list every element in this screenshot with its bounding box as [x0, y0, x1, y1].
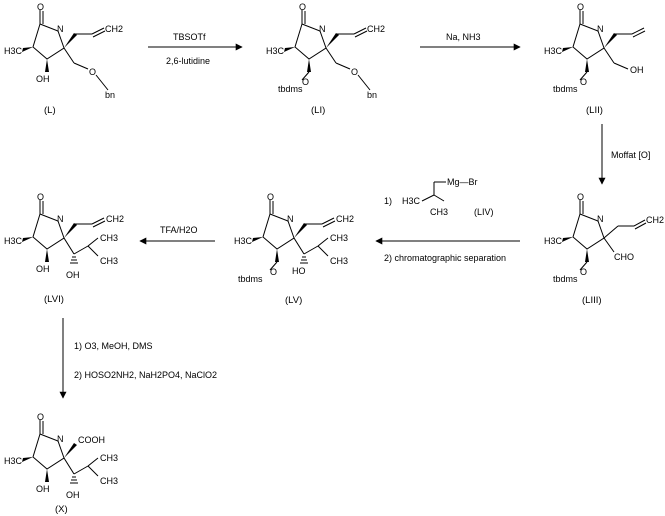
methyl-ch3-a: CH3 — [100, 453, 118, 463]
reagent-4-step2: 2) chromatographic separation — [384, 253, 506, 263]
reagent-5-above: TFA/H2O — [160, 225, 198, 235]
hydroxyl: OH — [36, 264, 50, 274]
n-atom: N — [57, 24, 64, 34]
reagent-3-right: Moffat [O] — [611, 150, 650, 160]
benzyl-bn: bn — [367, 90, 377, 100]
hydroxyl: OH — [36, 74, 50, 84]
carbonyl-o: O — [37, 2, 44, 12]
methyl-h3c: H3C — [4, 456, 23, 466]
n-atom: N — [287, 214, 294, 224]
vinyl-ch2: CH2 — [646, 215, 664, 225]
ether-o: O — [270, 267, 277, 277]
reagent-4-step1: 1) — [384, 196, 392, 206]
ether-o: O — [580, 267, 587, 277]
ether-o: O — [580, 77, 587, 87]
compound-label-lvi: (LVI) — [44, 294, 64, 305]
reagent-1-below: 2,6-lutidine — [166, 56, 210, 66]
carbonyl-o: O — [577, 2, 584, 12]
compound-label-lv: (LV) — [285, 295, 302, 306]
grignard-ch3: CH3 — [430, 207, 448, 217]
grignard-label: (LIV) — [474, 207, 494, 217]
reagent-1-above: TBSOTf — [173, 32, 206, 42]
methyl-h3c: H3C — [544, 236, 563, 246]
tbdms: tbdms — [238, 274, 263, 284]
vinyl-ch2: CH2 — [105, 24, 123, 34]
benzyl-bn: bn — [105, 90, 115, 100]
compound-label-x: (X) — [55, 504, 68, 515]
vinyl-ch2: CH2 — [336, 214, 354, 224]
methyl-ch3-a: CH3 — [100, 233, 118, 243]
tbdms: tbdms — [278, 84, 303, 94]
compound-label-lii: (LII) — [586, 105, 603, 116]
methyl-ch3-a: CH3 — [330, 233, 348, 243]
vinyl-ch2: CH2 — [106, 214, 124, 224]
compound-lv: O N CH2 H3C O tbdms HO CH3 CH3 (LV) — [234, 192, 354, 306]
carboxyl-cooh: COOH — [78, 435, 105, 445]
carbonyl-o: O — [37, 192, 44, 202]
compound-label-l: (L) — [44, 105, 56, 116]
compound-l: O N CH2 H3C OH O bn (L) — [4, 2, 123, 116]
methyl-ch3-b: CH3 — [100, 256, 118, 266]
carbonyl-o: O — [267, 192, 274, 202]
compound-li: O N CH2 H3C O tbdms O bn (LI) — [266, 2, 385, 116]
methyl-h3c: H3C — [544, 46, 563, 56]
n-atom: N — [597, 24, 604, 34]
carbonyl-o: O — [577, 192, 584, 202]
methyl-ch3-b: CH3 — [330, 256, 348, 266]
compound-lii: O N H3C O tbdms OH (LII) — [544, 2, 646, 116]
hydroxyl: OH — [36, 484, 50, 494]
n-atom: N — [319, 24, 326, 34]
hydroxyl: OH — [630, 65, 644, 75]
methyl-h3c: H3C — [4, 236, 23, 246]
tbdms: tbdms — [553, 274, 578, 284]
tbdms: tbdms — [553, 84, 578, 94]
grignard-h3c: H3C — [402, 196, 421, 206]
ether-o: O — [302, 77, 309, 87]
side-o: O — [89, 67, 96, 77]
reagent-6-step2: 2) HOSO2NH2, NaH2PO4, NaClO2 — [74, 370, 217, 380]
methyl-h3c: H3C — [4, 46, 23, 56]
carbonyl-o: O — [37, 412, 44, 422]
grignard-reagent-liv: 1) H3C Mg—Br CH3 (LIV) — [384, 177, 494, 217]
compound-liii: O N CH2 H3C O tbdms CHO (LIII) — [544, 192, 664, 306]
methyl-ch3-b: CH3 — [100, 476, 118, 486]
n-atom: N — [597, 214, 604, 224]
side-o: O — [351, 67, 358, 77]
aldehyde-cho: CHO — [614, 252, 634, 262]
hydroxyl-side: OH — [66, 270, 80, 280]
hydroxyl-side: OH — [66, 490, 80, 500]
methyl-h3c: H3C — [234, 236, 253, 246]
reagent-2-above: Na, NH3 — [446, 32, 481, 42]
compound-lvi: O N CH2 H3C OH OH CH3 CH3 (LVI) — [4, 192, 124, 305]
carbonyl-o: O — [299, 2, 306, 12]
hydroxyl-ho: HO — [292, 266, 306, 276]
methyl-h3c: H3C — [266, 46, 285, 56]
compound-label-li: (LI) — [311, 105, 325, 116]
compound-label-liii: (LIII) — [582, 295, 602, 306]
n-atom: N — [57, 214, 64, 224]
grignard-mgbr: Mg—Br — [447, 177, 478, 187]
vinyl-ch2: CH2 — [367, 24, 385, 34]
n-atom: N — [57, 434, 64, 444]
compound-x: O N COOH H3C OH OH CH3 CH3 (X) — [4, 412, 118, 515]
reagent-6-step1: 1) O3, MeOH, DMS — [74, 341, 153, 351]
